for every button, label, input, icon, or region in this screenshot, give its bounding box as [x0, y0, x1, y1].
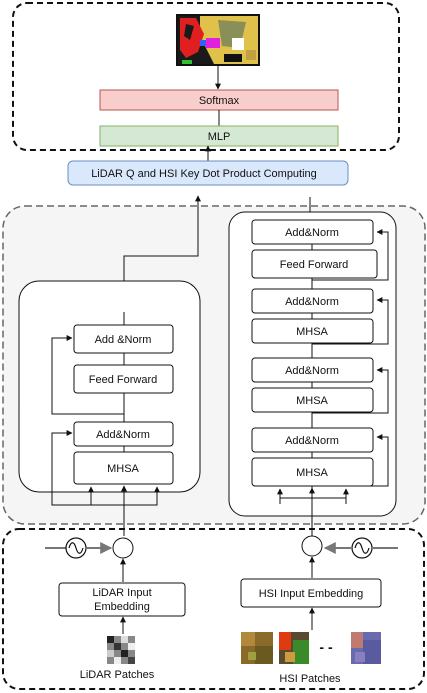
- lidar-add-norm-top-label: Add &Norm: [95, 334, 152, 346]
- output-container: [12, 2, 400, 151]
- dot-product-box: [67, 160, 349, 186]
- lidar-patches-label: LiDAR Patches: [80, 669, 155, 681]
- hsi-mhsa-2-box: [251, 387, 374, 413]
- lidar-add-norm-bottom-box: [73, 421, 174, 447]
- hsi-add-norm-4-label: Add&Norm: [285, 435, 339, 447]
- hsi-add-norm-4-box: [251, 427, 374, 453]
- hsi-add-norm-2-box: [251, 288, 374, 314]
- lidar-mhsa-box: [73, 451, 174, 485]
- mlp-box: [99, 125, 339, 147]
- mlp-label: MLP: [208, 131, 231, 143]
- classification-map-image: [176, 14, 260, 66]
- hsi-sine-wave-icon: [351, 537, 373, 559]
- hsi-mhsa-3-box: [251, 457, 374, 487]
- hsi-add-norm-3-label: Add&Norm: [285, 365, 339, 377]
- hsi-mhsa-1-label: MHSA: [296, 326, 328, 338]
- hsi-patches-label: HSI Patches: [279, 673, 341, 685]
- lidar-embedding-box: [58, 582, 186, 617]
- lidar-sine-wave-icon: [65, 537, 87, 559]
- hsi-mhsa-3-label: MHSA: [296, 467, 328, 479]
- hsi-patch-image-1: [241, 632, 273, 664]
- hsi-mhsa-2-label: MHSA: [296, 395, 328, 407]
- hsi-ellipsis: - -: [319, 639, 333, 655]
- hsi-add-norm-3-box: [251, 357, 374, 383]
- hsi-embedding-label: HSI Input Embedding: [259, 588, 364, 600]
- lidar-add-norm-bottom-label: Add&Norm: [96, 429, 150, 441]
- hsi-combiner-icon: [301, 535, 323, 557]
- lidar-embedding-label-line1: LiDAR Input: [92, 587, 151, 599]
- hsi-add-norm-1-label: Add&Norm: [285, 227, 339, 239]
- hsi-add-norm-2-label: Add&Norm: [285, 296, 339, 308]
- hsi-mhsa-1-box: [251, 318, 374, 344]
- lidar-combiner-icon: [112, 537, 134, 559]
- hsi-add-norm-1-box: [251, 219, 374, 245]
- hsi-feed-forward-box: [251, 249, 378, 279]
- lidar-feed-forward-box: [73, 364, 174, 394]
- hsi-patch-image-2: [279, 632, 309, 664]
- lidar-mhsa-label: MHSA: [107, 463, 139, 475]
- hsi-embedding-box: [240, 578, 382, 608]
- dot-product-label: LiDAR Q and HSI Key Dot Product Computin…: [91, 168, 317, 180]
- hsi-feed-forward-label: Feed Forward: [280, 259, 348, 271]
- softmax-label: Softmax: [199, 95, 240, 107]
- hsi-patch-image-3: [351, 632, 381, 664]
- lidar-embedding-label-line2: Embedding: [94, 601, 150, 613]
- lidar-add-norm-top-box: [73, 324, 174, 354]
- lidar-feed-forward-label: Feed Forward: [89, 374, 157, 386]
- lidar-patch-image: [107, 636, 135, 664]
- input-container: [2, 528, 425, 690]
